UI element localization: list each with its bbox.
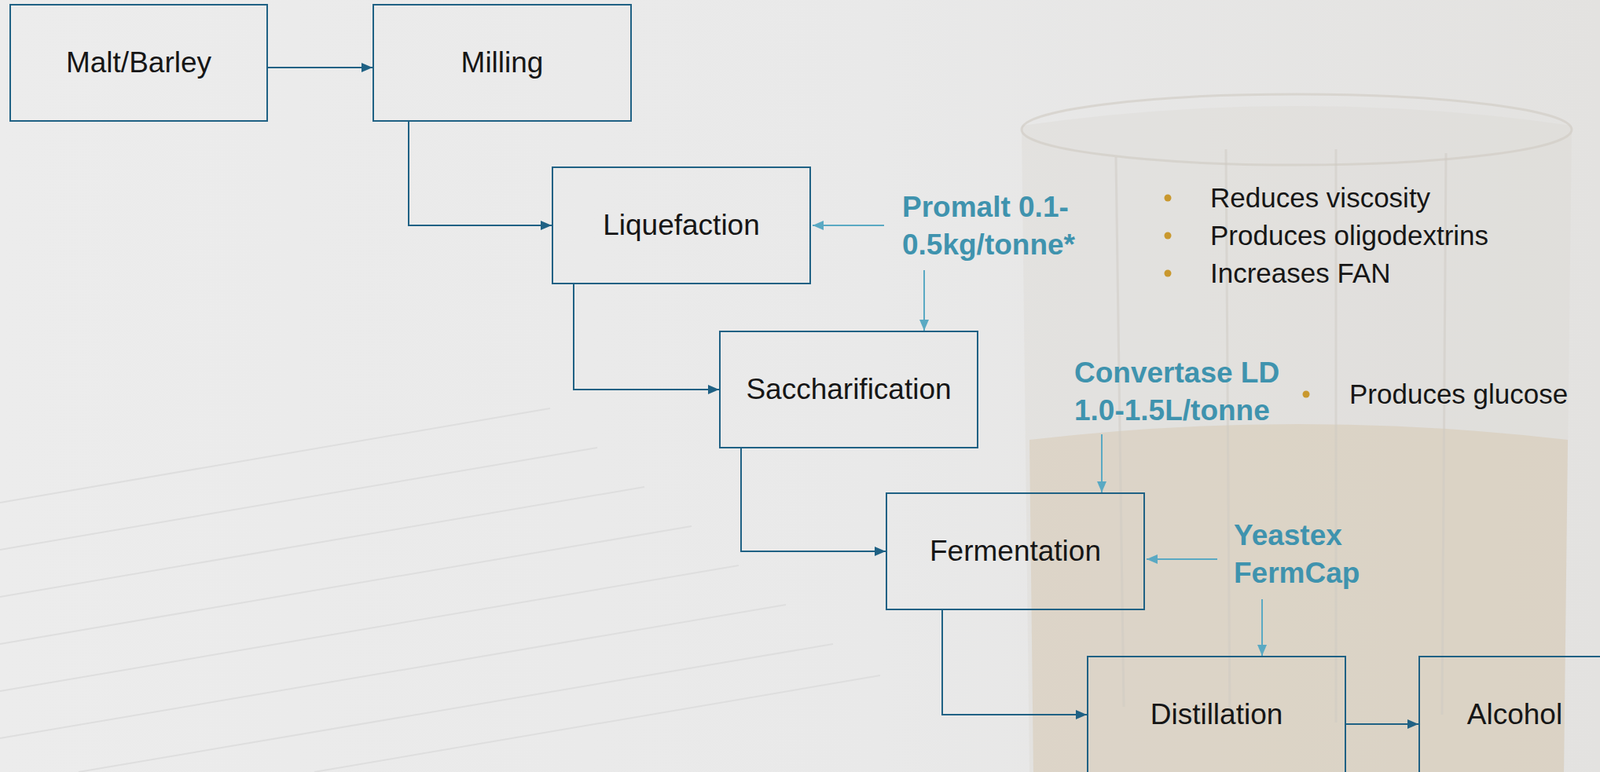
leader-arrow (1100, 434, 1103, 493)
glass-rim (1021, 94, 1572, 166)
grain-line (0, 526, 692, 645)
label-holder: Reduces viscosity (1210, 179, 1588, 217)
label-holder: Promalt 0.1-0.5kg/tonne* (902, 188, 1138, 265)
facet-line (1115, 157, 1124, 708)
bullet-text: Reduces viscosity (1210, 179, 1588, 217)
grain-line (0, 408, 551, 503)
enzyme-dosage: Promalt 0.1-0.5kg/tonne* (902, 188, 1138, 265)
grain-line (314, 675, 881, 772)
grain-line (0, 447, 598, 551)
bullet-dot (1164, 270, 1172, 278)
box-label: Fermentation (929, 534, 1101, 569)
process-box: Alcohol (1418, 656, 1600, 772)
grain-line (0, 487, 645, 598)
box-label: Distillation (1150, 697, 1284, 733)
flow-arrow (408, 121, 552, 226)
bullet-dot (1302, 391, 1311, 399)
whisky-liquid (1029, 424, 1568, 772)
enzyme-dosage: Convertase LD 1.0-1.5L/tonne (1074, 354, 1303, 430)
label-holder: Convertase LD 1.0-1.5L/tonne (1074, 354, 1303, 430)
flow-arrow (1346, 723, 1419, 726)
flow-arrow (573, 284, 720, 390)
bullet-text: Produces oligodextrins (1210, 216, 1588, 255)
leader-arrow (923, 270, 925, 331)
flow-arrow (942, 610, 1087, 716)
wood-grain (0, 408, 881, 772)
label-holder: Increases FAN (1210, 254, 1588, 293)
process-box: Malt/Barley (9, 3, 268, 122)
leader-arrow (1261, 599, 1263, 657)
process-box: Distillation (1086, 656, 1347, 772)
label-holder: Produces glucose (1349, 375, 1593, 414)
leader-arrow (1146, 558, 1218, 561)
bullet-dot (1164, 194, 1172, 202)
box-label: Alcohol (1467, 697, 1563, 733)
label-holder: Produces oligodextrins (1210, 216, 1588, 255)
grain-line (78, 644, 834, 772)
bullet-dot (1164, 232, 1172, 240)
grain-line (0, 565, 739, 692)
box-label: Malt/Barley (66, 45, 212, 81)
box-label: Saccharification (745, 372, 951, 408)
enzyme-product: Yeastex FermCap (1233, 517, 1391, 593)
process-box: Fermentation (885, 492, 1145, 611)
flow-arrow (267, 66, 373, 69)
process-box: Saccharification (719, 330, 979, 449)
process-box: Liquefaction (551, 166, 812, 285)
process-box: Milling (372, 3, 632, 122)
leader-arrow (812, 224, 885, 227)
box-label: Liquefaction (602, 208, 760, 243)
bullet-text: Increases FAN (1210, 254, 1588, 293)
label-holder: Yeastex FermCap (1233, 517, 1391, 593)
box-label: Milling (461, 45, 544, 81)
bullet-text: Produces glucose (1349, 375, 1593, 414)
flow-arrow (741, 448, 886, 552)
